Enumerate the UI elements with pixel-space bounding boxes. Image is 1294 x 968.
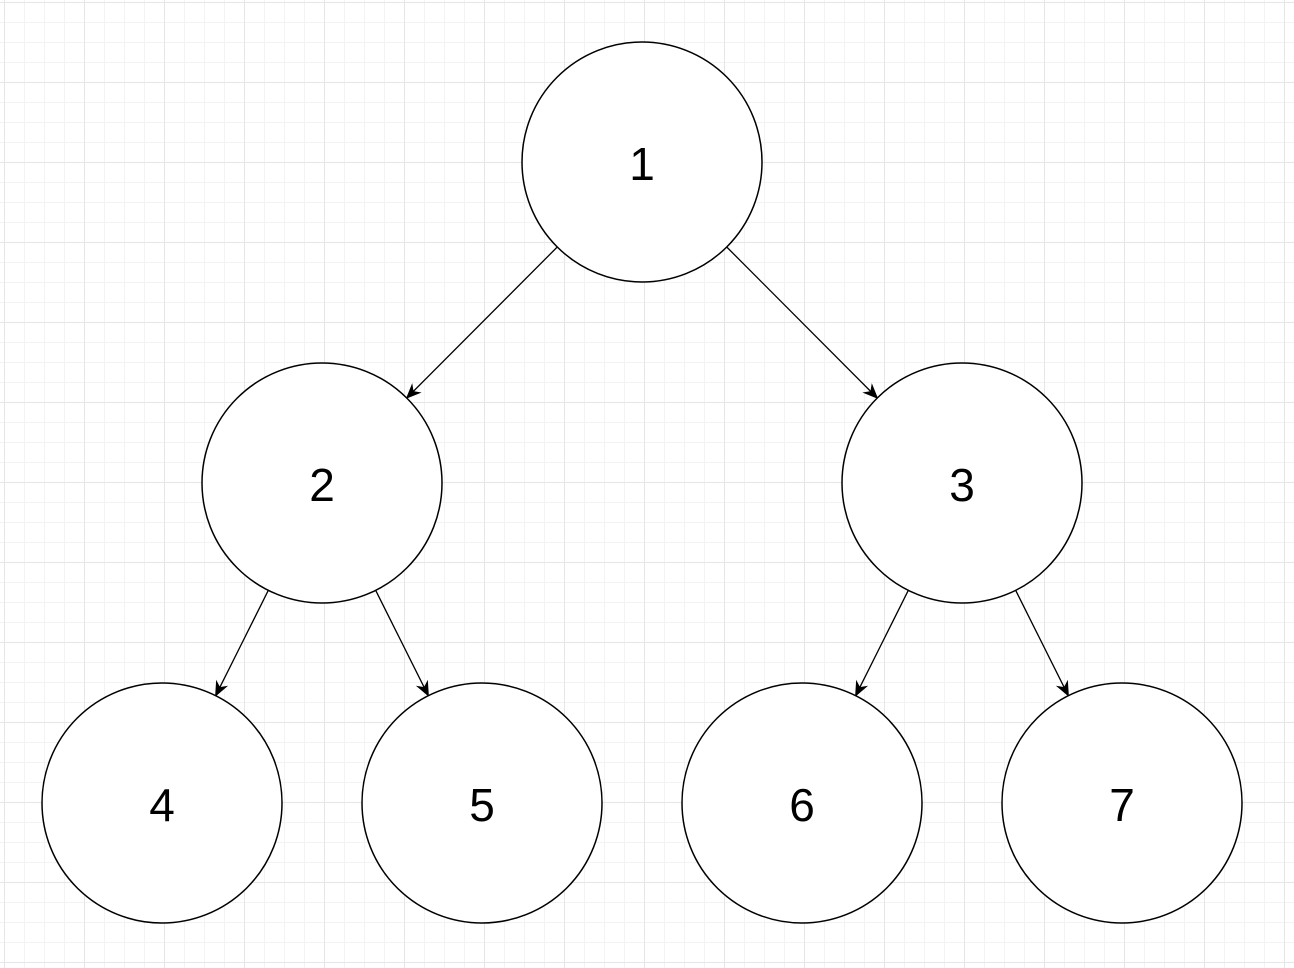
node-circle[interactable]	[521, 41, 763, 283]
edge-n2-n5	[375, 590, 429, 697]
edge-line	[726, 246, 874, 395]
arrow-head-icon	[405, 383, 422, 399]
edge-line	[1015, 590, 1067, 691]
node-circle[interactable]	[841, 362, 1083, 604]
arrow-head-icon	[862, 383, 879, 399]
tree-node-3[interactable]: 3	[841, 362, 1083, 604]
tree-node-1[interactable]: 1	[521, 41, 763, 283]
edge-n3-n7	[1015, 590, 1069, 697]
node-label: 6	[789, 779, 815, 831]
arrow-head-icon	[415, 679, 429, 697]
node-label: 3	[949, 459, 975, 511]
arrow-head-icon	[855, 679, 869, 697]
tree-node-4[interactable]: 4	[41, 682, 283, 924]
node-circle[interactable]	[201, 362, 443, 604]
node-label: 5	[469, 779, 495, 831]
edge-line	[217, 590, 269, 691]
tree-node-7[interactable]: 7	[1001, 682, 1243, 924]
tree-node-2[interactable]: 2	[201, 362, 443, 604]
node-label: 1	[629, 138, 655, 190]
node-circle[interactable]	[41, 682, 283, 924]
arrow-head-icon	[1055, 679, 1069, 697]
edges-layer	[215, 246, 1069, 697]
edge-n3-n6	[855, 590, 909, 697]
nodes-layer: 1 2 3 4 5 6 7	[41, 41, 1243, 924]
node-label: 2	[309, 459, 335, 511]
node-circle[interactable]	[681, 682, 923, 924]
node-label: 4	[149, 779, 175, 831]
edge-line	[375, 590, 427, 691]
tree-node-6[interactable]: 6	[681, 682, 923, 924]
edge-n1-n3	[726, 246, 879, 399]
arrow-head-icon	[215, 679, 229, 697]
edge-line	[410, 246, 558, 395]
node-label: 7	[1109, 779, 1135, 831]
node-circle[interactable]	[1001, 682, 1243, 924]
node-circle[interactable]	[361, 682, 603, 924]
tree-node-5[interactable]: 5	[361, 682, 603, 924]
edge-n1-n2	[405, 246, 558, 399]
edge-line	[857, 590, 909, 691]
edge-n2-n4	[215, 590, 269, 697]
